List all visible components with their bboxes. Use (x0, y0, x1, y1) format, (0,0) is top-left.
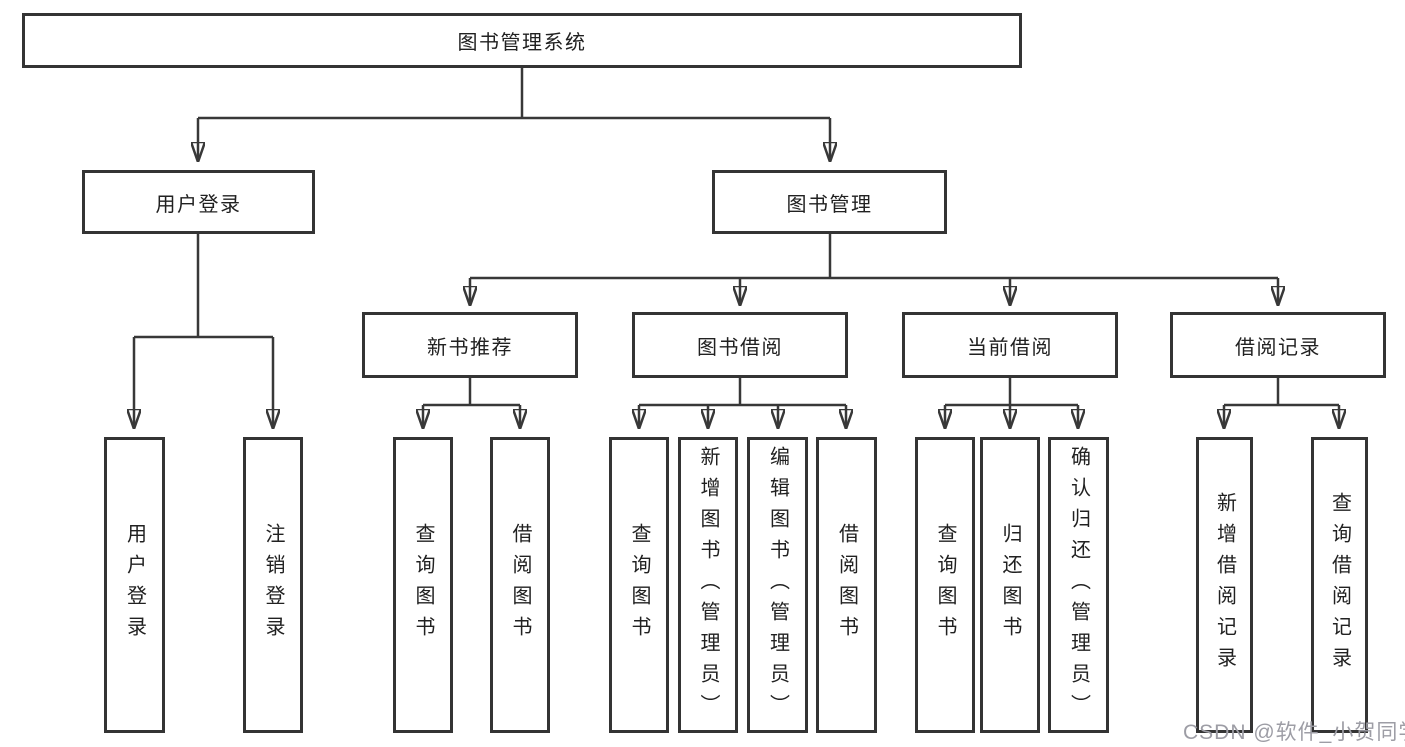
connector-book-borrow-split (639, 378, 846, 427)
leaf-add-book-admin: 新增图书（管理员） (678, 437, 738, 733)
connector-root-split (198, 68, 830, 160)
connector-new-book-split (423, 378, 520, 427)
node-new-book-recommend: 新书推荐 (362, 312, 578, 378)
leaf-edit-book-admin: 编辑图书（管理员） (747, 437, 808, 733)
leaf-return-book: 归还图书 (980, 437, 1040, 733)
leaf-add-borrow-record: 新增借阅记录 (1196, 437, 1253, 733)
connector-book-management-split (470, 234, 1278, 304)
leaf-confirm-return-admin: 确认归还（管理员） (1048, 437, 1109, 733)
node-user-login: 用户登录 (82, 170, 315, 234)
leaf-query-book-current: 查询图书 (915, 437, 975, 733)
connector-user-login-split (134, 234, 273, 427)
leaf-logout: 注销登录 (243, 437, 303, 733)
node-library-system: 图书管理系统 (22, 13, 1022, 68)
node-borrow-record: 借阅记录 (1170, 312, 1386, 378)
connector-borrow-record-split (1224, 378, 1339, 427)
node-current-borrow: 当前借阅 (902, 312, 1118, 378)
leaf-query-borrow-record: 查询借阅记录 (1311, 437, 1368, 733)
node-book-management: 图书管理 (712, 170, 947, 234)
leaf-query-book-recommend: 查询图书 (393, 437, 453, 733)
leaf-borrow-book-borrow: 借阅图书 (816, 437, 877, 733)
connector-current-borrow-split (945, 378, 1078, 427)
leaf-user-login: 用户登录 (104, 437, 165, 733)
node-book-borrow: 图书借阅 (632, 312, 848, 378)
leaf-query-book-borrow: 查询图书 (609, 437, 669, 733)
csdn-watermark: CSDN @软件_小贺同学 (1183, 721, 1405, 744)
leaf-borrow-book-recommend: 借阅图书 (490, 437, 550, 733)
